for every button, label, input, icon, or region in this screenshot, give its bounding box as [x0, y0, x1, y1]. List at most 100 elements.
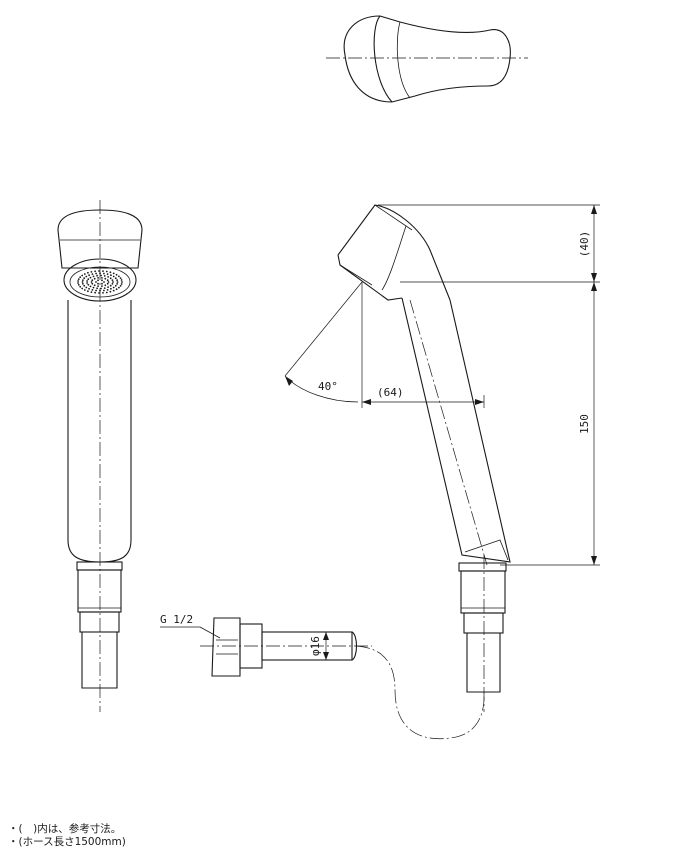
- spray-hole: [103, 287, 106, 289]
- spray-hole: [116, 279, 118, 281]
- spray-hole: [101, 282, 103, 285]
- spray-hole: [87, 271, 89, 274]
- spray-hole: [109, 284, 112, 287]
- note-hose-length: ・(ホース長さ1500mm): [8, 836, 126, 848]
- spray-hole: [114, 277, 117, 280]
- spray-hole: [96, 274, 98, 277]
- top-view: [326, 15, 528, 103]
- spray-holes: [77, 270, 123, 294]
- spray-hole: [109, 277, 112, 280]
- spray-hole: [112, 272, 115, 275]
- spray-hole: [116, 283, 118, 285]
- spray-hole: [107, 286, 109, 288]
- spray-hole: [92, 275, 95, 278]
- spray-hole: [106, 289, 109, 291]
- spray-hole: [89, 276, 92, 279]
- spray-hole: [83, 277, 86, 280]
- spray-hole: [83, 273, 86, 275]
- spray-hole: [83, 284, 86, 287]
- spray-hole: [110, 274, 112, 277]
- spray-hole: [111, 283, 114, 285]
- spray-hole: [106, 279, 109, 282]
- spray-hole: [103, 281, 105, 283]
- spray-hole: [105, 291, 108, 294]
- dimension-lines: [284, 204, 600, 660]
- spray-hole: [88, 287, 90, 290]
- spray-hole: [77, 284, 80, 286]
- spray-hole: [93, 277, 96, 280]
- dim-angle: 40°: [318, 380, 338, 393]
- spray-hole: [90, 291, 93, 293]
- spray-hole: [112, 281, 114, 283]
- spray-hole: [95, 272, 97, 275]
- spray-hole: [96, 287, 98, 290]
- spray-hole: [87, 278, 90, 281]
- spray-hole: [88, 274, 90, 277]
- dim-offset: (64): [377, 386, 404, 399]
- spray-hole: [97, 282, 99, 285]
- spray-hole: [91, 273, 94, 275]
- dim-head-length: (40): [578, 231, 591, 258]
- spray-hole: [91, 279, 94, 282]
- spray-hole: [94, 291, 96, 294]
- front-view: [57, 200, 143, 712]
- spray-hole: [85, 286, 88, 289]
- spray-hole: [90, 271, 93, 273]
- spray-hole: [112, 289, 115, 292]
- spray-hole: [93, 284, 96, 287]
- spray-hole: [118, 275, 120, 278]
- spray-hole: [91, 282, 94, 285]
- spray-hole: [94, 270, 96, 273]
- spray-hole: [116, 281, 119, 283]
- spray-hole: [118, 286, 120, 289]
- spray-hole: [86, 280, 88, 282]
- spray-hole: [90, 281, 93, 283]
- spray-hole: [111, 279, 114, 281]
- spray-hole: [77, 280, 79, 282]
- spray-hole: [91, 289, 94, 291]
- dim-hose-diameter: φ16: [309, 636, 322, 656]
- spray-hole: [103, 289, 105, 292]
- spray-hole: [100, 274, 102, 277]
- spray-hole: [97, 285, 99, 287]
- spray-hole: [82, 283, 84, 285]
- spray-hole: [97, 279, 99, 282]
- spray-hole: [81, 287, 84, 290]
- spray-hole: [100, 287, 102, 290]
- spray-hole: [103, 272, 105, 275]
- spray-hole: [120, 283, 123, 285]
- spray-hole: [97, 277, 99, 279]
- spray-hole: [119, 277, 122, 279]
- spray-hole: [119, 285, 122, 287]
- spray-hole: [87, 290, 89, 293]
- spray-hole: [83, 289, 86, 291]
- spray-hole: [106, 282, 109, 285]
- spray-hole: [106, 273, 109, 275]
- spray-hole: [114, 284, 117, 287]
- spray-hole: [102, 292, 104, 294]
- spray-hole: [112, 275, 115, 278]
- spray-hole: [107, 281, 110, 283]
- spray-hole: [101, 279, 103, 282]
- spray-hole: [112, 286, 115, 289]
- dim-handle-length: 150: [578, 414, 591, 434]
- spray-hole: [87, 283, 90, 286]
- spray-hole: [104, 284, 107, 287]
- spray-hole: [101, 285, 103, 287]
- note-reference-dimensions: ・( )内は、参考寸法。: [8, 823, 122, 835]
- hose-connector: [160, 617, 485, 740]
- spray-hole: [109, 290, 112, 293]
- spray-hole: [98, 292, 100, 294]
- spray-hole: [77, 278, 80, 280]
- spray-hole: [98, 270, 100, 272]
- spray-hole: [120, 279, 123, 281]
- spray-hole: [107, 276, 109, 278]
- spray-hole: [79, 276, 82, 279]
- side-view: [337, 204, 511, 712]
- spray-hole: [79, 285, 82, 288]
- notes: ・( )内は、参考寸法。 ・(ホース長さ1500mm): [8, 823, 126, 849]
- spray-hole: [85, 275, 88, 278]
- spray-hole: [115, 288, 118, 291]
- dim-thread: G 1/2: [160, 613, 193, 626]
